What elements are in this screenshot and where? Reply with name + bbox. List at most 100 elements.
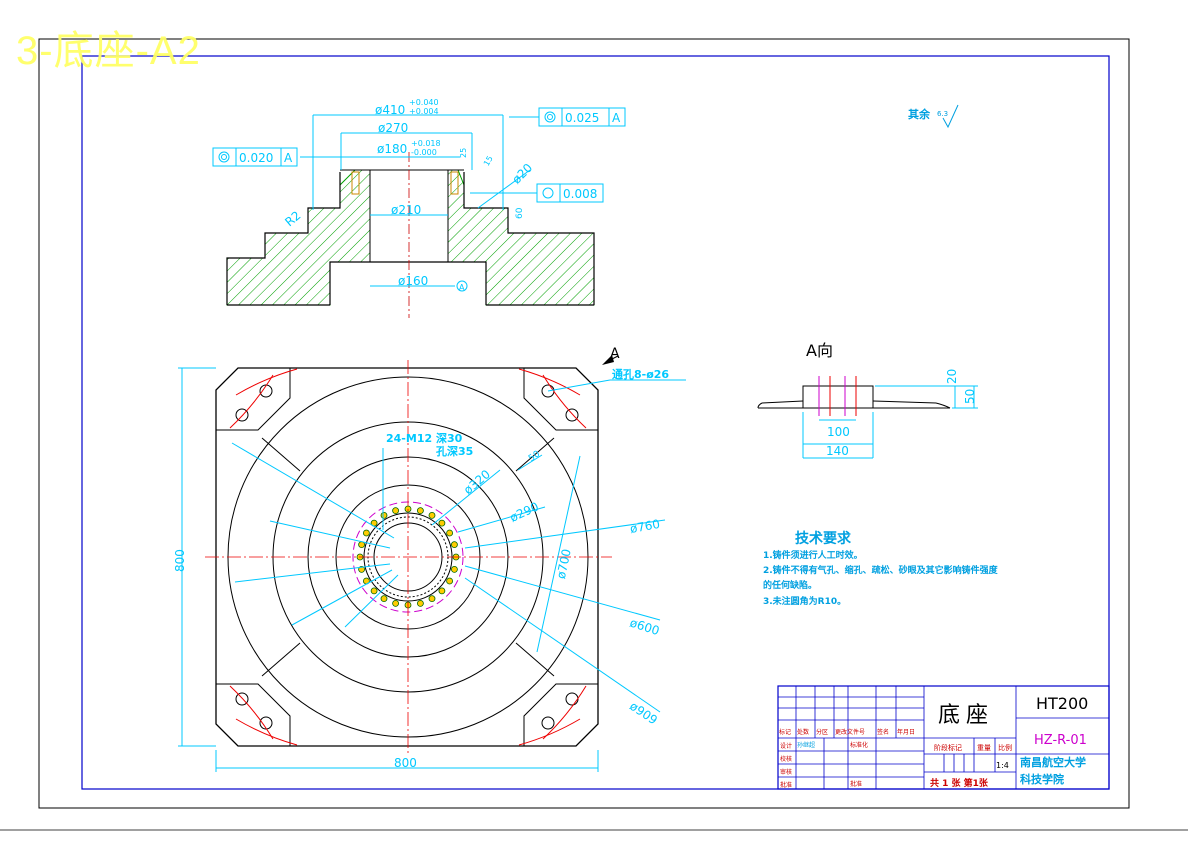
revision-header-label: 分区	[816, 728, 828, 736]
tech-req-item-1: 1.铸件须进行人工时效。	[763, 549, 863, 561]
designer-sign: 孙继超	[797, 741, 815, 749]
dim-160: ø160	[398, 274, 428, 288]
tech-req-item-2: 2.铸件不得有气孔、缩孔、疏松、砂眼及其它影响铸件强度	[763, 564, 999, 576]
tech-req-item-4: 3.未注圆角为R10。	[763, 595, 846, 607]
dim-50: 50	[527, 449, 542, 464]
a-dim-100: 100	[827, 425, 850, 439]
tapped-hole	[392, 600, 400, 607]
revision-header-label: 更改文件号	[835, 728, 865, 736]
dim-320: ø320	[461, 467, 493, 497]
base-plate-outline	[215, 367, 599, 747]
surface-value: 6.3	[937, 110, 948, 118]
plan-leaders	[178, 367, 686, 772]
section-left-hatch	[226, 169, 371, 306]
tapped-hole	[438, 519, 446, 527]
revision-header-label: 处数	[797, 728, 809, 736]
tapped-hole	[370, 587, 378, 595]
dim-r2: R2	[282, 208, 303, 229]
scale-label: 比例	[998, 743, 1012, 752]
tapped-hole	[450, 541, 458, 548]
surface-note: 其余	[908, 107, 931, 121]
title-block	[777, 685, 1110, 790]
datum-a-marker: A	[459, 283, 465, 292]
tol-left-datum: A	[284, 151, 293, 165]
tech-req-item-3: 的任何缺陷。	[763, 579, 817, 591]
tol-right-value: 0.008	[563, 187, 597, 201]
tol-frame-left: 0.020 A	[212, 147, 298, 167]
title-row-label: 批准	[780, 781, 792, 789]
a-direction-view: A向 100 140 20 50	[757, 341, 978, 459]
dim-410-tol-lower: +0.004	[409, 107, 439, 116]
tapped-hole	[446, 577, 454, 585]
title-row-label: 审核	[780, 768, 792, 776]
tapped-note-1: 24-M12 深30	[386, 431, 463, 445]
tapped-hole	[416, 600, 424, 607]
tech-req-title: 技术要求	[795, 530, 852, 547]
tol-frame-top: 0.025 A	[538, 107, 626, 127]
dim-800-vertical: 800	[173, 549, 187, 572]
material: HT200	[1036, 694, 1088, 713]
inner-frame	[81, 55, 1110, 790]
outer-frame	[38, 38, 1130, 809]
title-block-text: 底座 HT200 HZ-R-01 南昌航空大学 科技学院 1:4 共 1 张 第…	[779, 694, 1088, 789]
tapped-note-2: 孔深35	[436, 444, 473, 458]
tapped-hole	[438, 587, 446, 595]
sheet-title: 3-底座-A2	[16, 29, 201, 73]
tapped-hole	[446, 529, 454, 537]
weight-label: 重量	[977, 744, 991, 752]
a-view-title: A向	[806, 341, 833, 360]
dim-15: 15	[482, 154, 495, 167]
tapped-hole	[428, 512, 436, 519]
tapped-hole	[416, 507, 424, 515]
a-dim-20: 20	[945, 369, 959, 384]
scale-value: 1:4	[996, 761, 1009, 770]
school-line-1: 南昌航空大学	[1020, 755, 1086, 769]
tapped-hole	[380, 595, 388, 602]
part-name: 底座	[938, 703, 994, 728]
approve-label-2: 批准	[850, 780, 862, 788]
tol-left-value: 0.020	[239, 151, 273, 165]
dim-180-tol-upper: +0.018	[411, 139, 441, 148]
bolt-hole-pattern	[356, 505, 460, 609]
view-arrow-label: A	[610, 346, 620, 362]
dim-210: ø210	[391, 203, 421, 217]
section-view: ø410 +0.040 +0.004 ø270 ø180 +0.018 -0.0…	[212, 98, 959, 318]
plan-view: A 通孔8-ø26 24-M12 深30 孔深35 ø320 ø290 ø760…	[173, 346, 686, 772]
dim-700: ø700	[554, 548, 574, 580]
tapped-hole	[380, 512, 388, 519]
title-row-label: 校核	[780, 755, 792, 763]
revision-header-label: 标记	[779, 728, 791, 736]
stage-label: 阶段标记	[934, 743, 962, 752]
sheet-count: 共 1 张 第1张	[930, 777, 989, 789]
tol-frame-right: 0.008	[536, 183, 604, 203]
a-dim-50: 50	[963, 389, 977, 404]
holes-note: 通孔8-ø26	[612, 368, 669, 381]
revision-headers: 标记处数分区更改文件号 签名年月日	[779, 728, 915, 736]
dim-60: 60	[515, 207, 525, 219]
tapped-hole	[362, 529, 370, 537]
revision-header-label: 年月日	[897, 728, 915, 736]
dim-180: ø180	[377, 142, 407, 156]
dim-290: ø290	[508, 499, 541, 524]
dim-410-tol-upper: +0.040	[409, 98, 439, 107]
tapped-hole	[450, 566, 458, 573]
a-dim-140: 140	[826, 444, 849, 458]
school-line-2: 科技学院	[1020, 772, 1064, 786]
dim-410: ø410	[375, 103, 405, 117]
dim-25: 25	[459, 148, 468, 158]
std-label-1: 标准化	[850, 741, 868, 749]
dim-180-tol-lower: -0.000	[411, 148, 437, 157]
tapped-hole	[392, 507, 400, 515]
dim-270: ø270	[378, 121, 408, 135]
tapped-hole	[428, 595, 436, 602]
dim-909: ø909	[627, 699, 660, 728]
technical-requirements: 技术要求 1.铸件须进行人工时效。 2.铸件不得有气孔、缩孔、疏松、砂眼及其它影…	[763, 530, 999, 607]
title-row-label: 设计	[780, 742, 792, 750]
revision-header-label: 签名	[877, 728, 889, 736]
dim-800-horizontal: 800	[394, 756, 417, 770]
corner-features	[216, 368, 598, 746]
drawing-number: HZ-R-01	[1034, 733, 1087, 748]
